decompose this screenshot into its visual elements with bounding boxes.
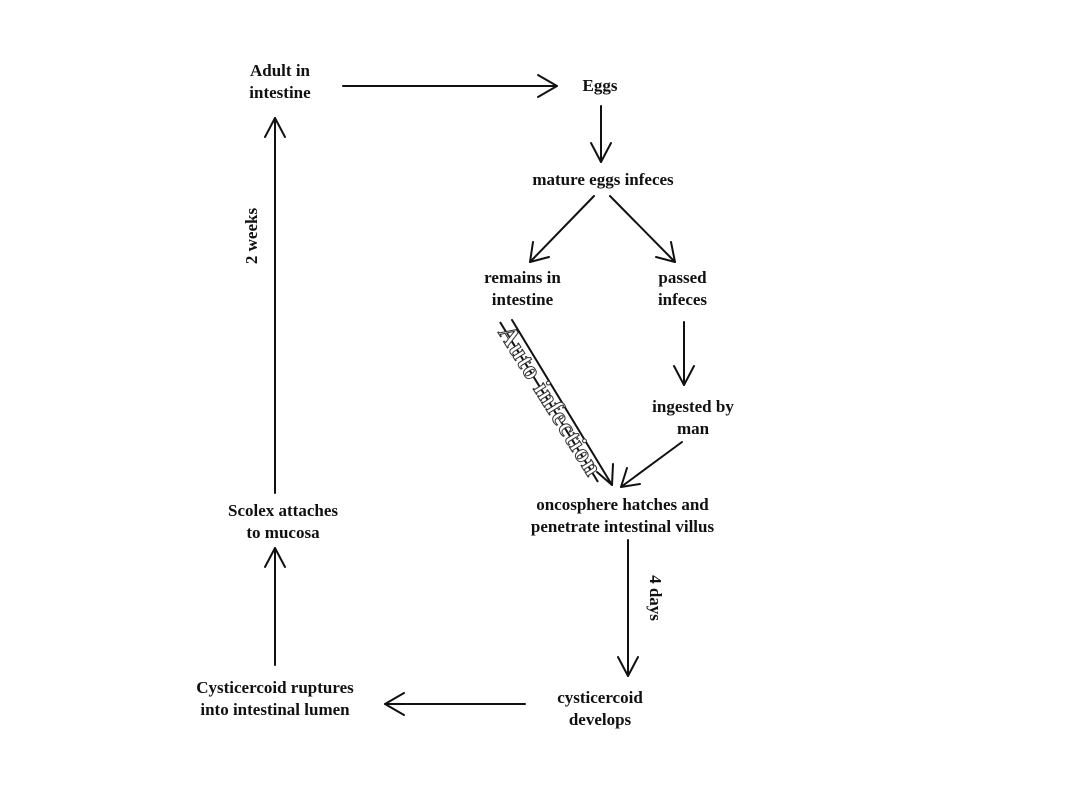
arrowhead-auto-infection xyxy=(596,463,614,486)
node-ingested-line-1: ingested by xyxy=(652,397,734,416)
node-oncosphere-line-1: oncosphere hatches and xyxy=(536,495,709,514)
node-scolex-line-1: Scolex attaches xyxy=(227,501,338,520)
arrowhead-mature-to-remains xyxy=(529,241,550,263)
node-cysticercoid-ruptures: Cysticercoid ruptures into intestinal lu… xyxy=(170,677,380,721)
node-adult-line-1: Adult in xyxy=(250,61,310,80)
node-adult-in-intestine: Adult in intestine xyxy=(230,60,330,104)
node-adult-line-2: intestine xyxy=(249,83,311,102)
arrow-mature-to-passed xyxy=(609,195,676,263)
node-mature-line-1: mature eggs infeces xyxy=(532,170,674,189)
arrow-auto-infection xyxy=(511,319,613,486)
node-passed-line-1: passed xyxy=(658,268,707,287)
node-ingested-line-2: man xyxy=(676,419,710,438)
arrowhead-passed-to-ingested xyxy=(673,365,695,386)
node-develops-line-2: develops xyxy=(568,710,632,729)
node-passed-infeces: passed infeces xyxy=(640,267,725,311)
node-remains-line-2: intestine xyxy=(491,290,554,309)
node-develops-line-1: cysticercoid xyxy=(557,688,643,707)
node-passed-line-2: infeces xyxy=(657,290,708,309)
arrowhead-mature-to-passed xyxy=(655,241,676,263)
label-4-days: 4 days xyxy=(646,575,665,621)
arrowhead-ingested-to-oncosphere xyxy=(620,467,641,488)
node-cysticercoid-develops: cysticercoid develops xyxy=(540,687,660,731)
node-remains-in-intestine: remains in intestine xyxy=(470,267,575,311)
node-eggs: Eggs xyxy=(570,75,630,97)
node-ruptures-line-1: Cysticercoid ruptures xyxy=(196,678,354,697)
arrowhead-adult-to-eggs xyxy=(537,74,558,98)
arrow-ingested-to-oncosphere xyxy=(620,441,683,488)
node-mature-eggs: mature eggs infeces xyxy=(508,169,698,191)
node-oncosphere: oncosphere hatches and penetrate intesti… xyxy=(505,494,740,538)
node-remains-line-1: remains in xyxy=(484,268,561,287)
label-2-weeks: 2 weeks xyxy=(242,207,261,265)
arrowhead-ruptures-to-scolex xyxy=(264,547,286,568)
arrow-mature-to-remains xyxy=(529,195,595,263)
node-scolex-line-2: to mucosa xyxy=(246,523,320,542)
node-scolex-attaches: Scolex attaches to mucosa xyxy=(208,500,358,544)
arrowhead-scolex-to-adult xyxy=(264,117,286,138)
arrowhead-oncosphere-to-cysticercoid xyxy=(617,656,639,677)
arrowhead-develops-to-ruptures xyxy=(384,692,405,716)
node-ingested-by-man: ingested by man xyxy=(638,396,748,440)
auto-infection-guide-line xyxy=(499,321,599,483)
node-oncosphere-line-2: penetrate intestinal villus xyxy=(530,517,715,536)
node-ruptures-line-2: into intestinal lumen xyxy=(200,700,350,719)
arrowhead-eggs-to-mature xyxy=(590,142,612,163)
node-eggs-line-1: Eggs xyxy=(582,76,618,95)
